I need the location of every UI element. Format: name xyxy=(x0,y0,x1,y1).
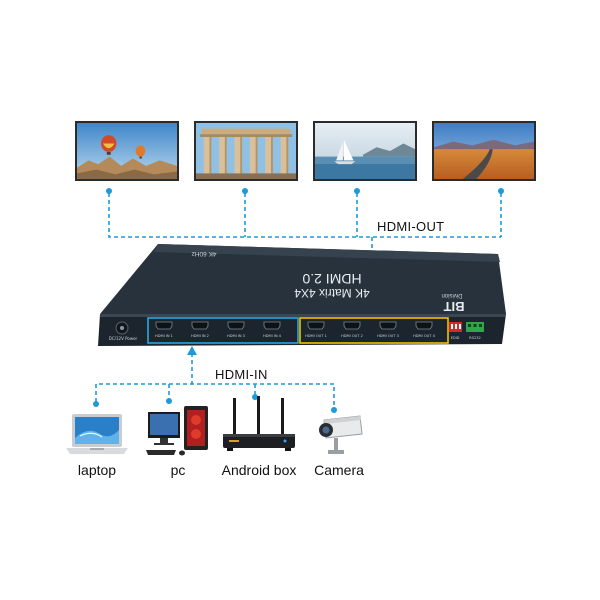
android-box-icon xyxy=(223,396,295,451)
desert-image xyxy=(434,123,534,179)
device-brand: BIT xyxy=(443,299,464,314)
hdmi-out-label: HDMI-OUT xyxy=(377,219,445,234)
input-arrow-icon xyxy=(187,346,197,355)
camera-icon xyxy=(319,415,363,454)
source-label-laptop: laptop xyxy=(77,462,117,478)
hdmi-in-port-3 xyxy=(227,321,245,330)
sailboat-image xyxy=(315,123,415,179)
source-label-android-box: Android box xyxy=(221,462,297,478)
hdmi-in-label: HDMI-IN xyxy=(215,367,268,382)
hdmi-in-port-4 xyxy=(263,321,281,330)
device-subtitle: 4K Matrix 4X4 xyxy=(294,286,370,300)
source-label-camera: Camera xyxy=(314,462,364,478)
power-label: DC/12V Power xyxy=(109,336,138,341)
hdmi-in-port-2 xyxy=(191,321,209,330)
hdmi-out-port-label: HDMI OUT 4 xyxy=(413,334,436,338)
source-label-pc: pc xyxy=(170,462,186,478)
display-screen-desert xyxy=(432,121,536,181)
hdmi-out-port-4 xyxy=(415,321,433,330)
power-jack xyxy=(115,321,129,335)
laptop-icon xyxy=(66,414,128,454)
columns-image xyxy=(196,123,296,179)
hdmi-in-port-label: HDMI IN 3 xyxy=(227,334,245,338)
device-top-tag: 4K 60Hz xyxy=(192,250,217,257)
hdmi-out-port-label: HDMI OUT 3 xyxy=(377,334,399,338)
hdmi-in-port-label: HDMI IN 1 xyxy=(155,334,173,338)
outputs-highlight-box xyxy=(299,317,449,344)
inputs-highlight-box xyxy=(147,317,299,344)
hdmi-out-port-1 xyxy=(307,321,325,330)
hdmi-in-port-label: HDMI IN 2 xyxy=(191,334,209,338)
edid-label: EDID xyxy=(451,336,460,340)
display-screen-columns xyxy=(194,121,298,181)
hdmi-out-port-2 xyxy=(343,321,361,330)
device-title: HDMI 2.0 xyxy=(302,271,361,287)
hdmi-in-port-1 xyxy=(155,321,173,330)
display-screen-sailboat xyxy=(313,121,417,181)
device-brand-sub: Division xyxy=(441,292,462,298)
hdmi-out-port-label: HDMI OUT 2 xyxy=(341,334,363,338)
rs232-terminal xyxy=(466,322,484,332)
display-screen-balloons xyxy=(75,121,179,181)
edid-dip-switch xyxy=(449,322,462,332)
hdmi-out-port-3 xyxy=(379,321,397,330)
balloons-image xyxy=(77,123,177,179)
desktop-pc-icon xyxy=(146,406,208,456)
matrix-switch-device: HDMI 2.0 4K Matrix 4X4 4K 60Hz BIT Divis… xyxy=(98,244,506,346)
rs232-label: RS232 xyxy=(469,336,481,340)
hdmi-in-port-label: HDMI IN 4 xyxy=(263,334,282,338)
hdmi-out-port-label: HDMI OUT 1 xyxy=(305,334,327,338)
